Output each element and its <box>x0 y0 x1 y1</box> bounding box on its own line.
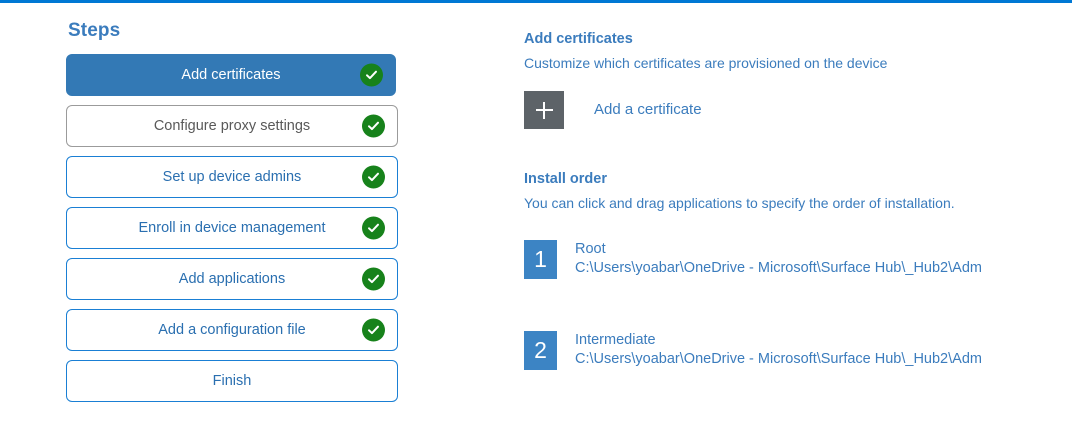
step-item-add-certificates[interactable]: Add certificates <box>66 54 396 96</box>
steps-panel-title: Steps <box>68 20 121 41</box>
add-certificates-heading: Add certificates <box>524 31 633 47</box>
plus-icon <box>535 101 553 119</box>
check-circle-icon <box>362 318 385 342</box>
steps-panel: Steps Add certificates Configure proxy s… <box>66 20 398 402</box>
install-order-badge: 1 <box>524 240 557 279</box>
add-certificate-row: Add a certificate <box>524 91 1044 129</box>
install-order-item[interactable]: 2 Intermediate C:\Users\yoabar\OneDrive … <box>524 331 1044 370</box>
detail-panel: Add certificates Customize which certifi… <box>524 30 1044 370</box>
step-label: Add applications <box>178 271 286 287</box>
steps-list: Add certificates Configure proxy setting… <box>66 54 398 402</box>
install-order-badge: 2 <box>524 331 557 370</box>
step-label: Finish <box>212 373 252 389</box>
step-item-finish[interactable]: Finish <box>66 360 398 402</box>
step-item-enroll-in-device-management[interactable]: Enroll in device management <box>66 207 398 249</box>
accent-top-bar <box>0 0 1072 3</box>
step-label: Add a configuration file <box>158 322 306 338</box>
install-order-heading: Install order <box>524 171 607 187</box>
check-circle-icon <box>362 267 385 291</box>
install-order-description: You can click and drag applications to s… <box>524 195 955 211</box>
step-label: Add certificates <box>181 67 281 83</box>
add-certificates-description: Customize which certificates are provisi… <box>524 55 888 71</box>
step-label: Set up device admins <box>162 169 302 185</box>
step-label: Configure proxy settings <box>153 118 311 134</box>
check-circle-icon <box>360 63 383 87</box>
add-certificate-label[interactable]: Add a certificate <box>594 101 702 118</box>
step-item-set-up-device-admins[interactable]: Set up device admins <box>66 156 398 198</box>
step-label: Enroll in device management <box>138 220 326 236</box>
step-item-configure-proxy-settings[interactable]: Configure proxy settings <box>66 105 398 147</box>
install-order-item-path: C:\Users\yoabar\OneDrive - Microsoft\Sur… <box>575 260 982 276</box>
install-order-item[interactable]: 1 Root C:\Users\yoabar\OneDrive - Micros… <box>524 240 1044 279</box>
install-order-item-text: Root C:\Users\yoabar\OneDrive - Microsof… <box>575 240 982 278</box>
install-order-item-path: C:\Users\yoabar\OneDrive - Microsoft\Sur… <box>575 351 982 367</box>
check-circle-icon <box>362 114 385 138</box>
check-circle-icon <box>362 165 385 189</box>
step-item-add-a-configuration-file[interactable]: Add a configuration file <box>66 309 398 351</box>
step-item-add-applications[interactable]: Add applications <box>66 258 398 300</box>
install-order-item-name: Root <box>575 241 606 257</box>
install-order-list: 1 Root C:\Users\yoabar\OneDrive - Micros… <box>524 240 1044 370</box>
install-order-item-text: Intermediate C:\Users\yoabar\OneDrive - … <box>575 331 982 369</box>
add-certificate-button[interactable] <box>524 91 564 129</box>
check-circle-icon <box>362 216 385 240</box>
install-order-item-name: Intermediate <box>575 332 656 348</box>
